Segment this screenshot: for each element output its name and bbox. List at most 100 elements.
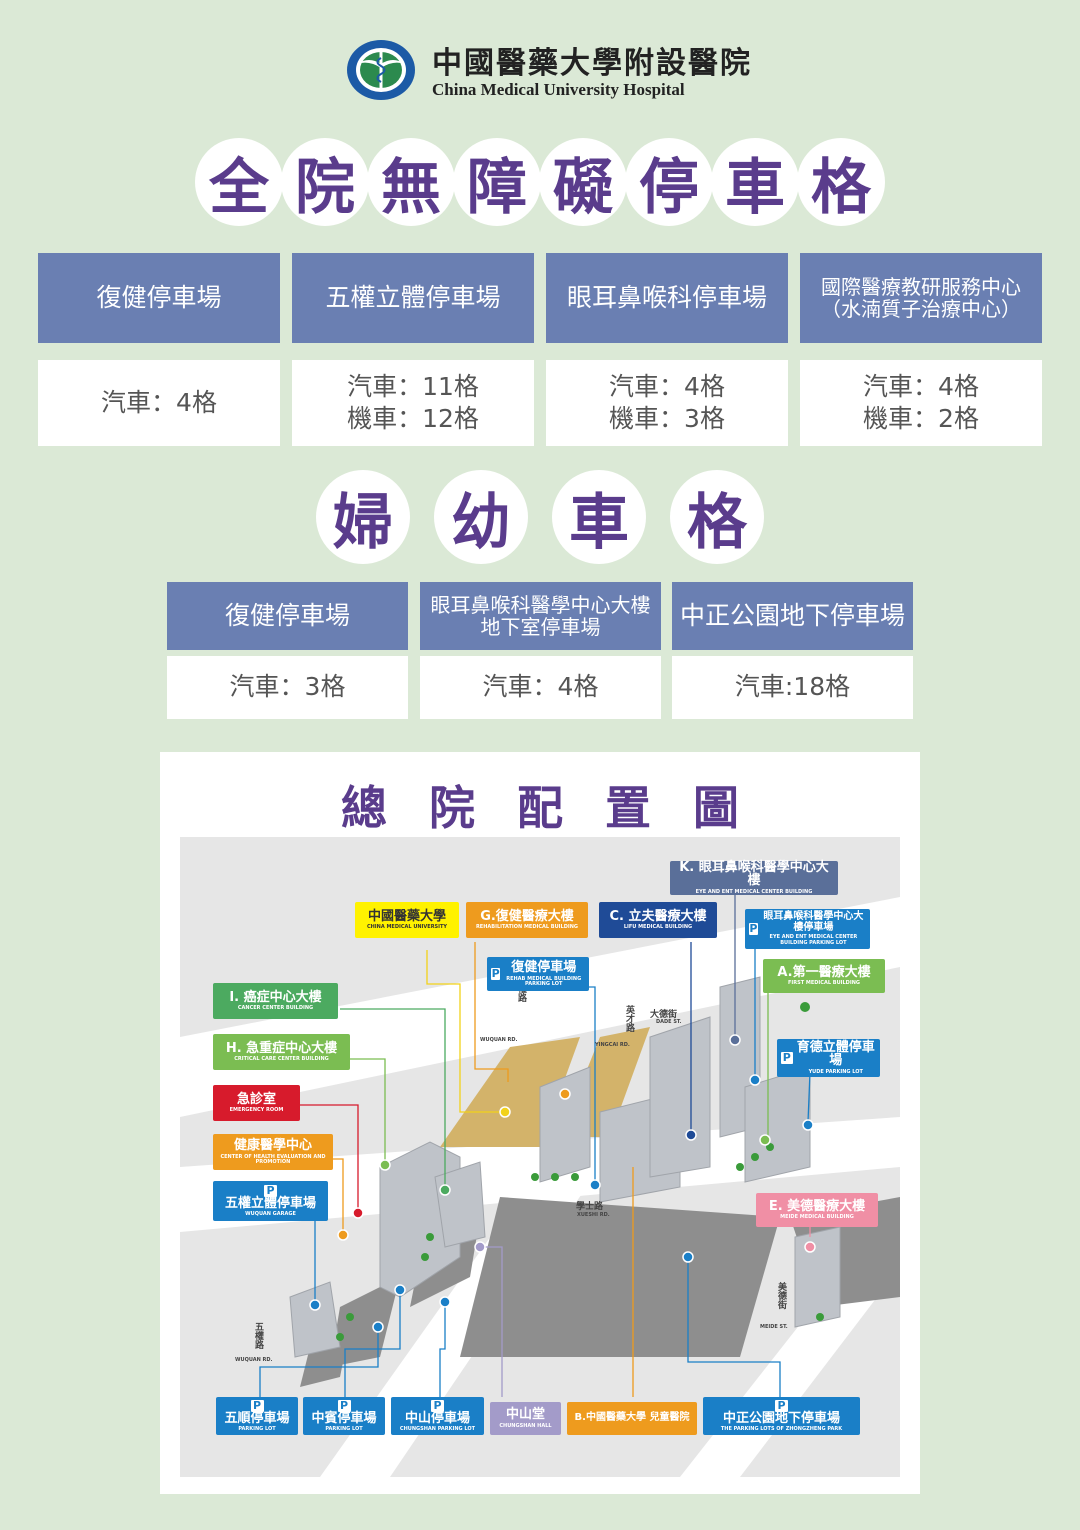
trees — [336, 1002, 824, 1341]
label-emergency-room: 急診室 EMERGENCY ROOM — [213, 1085, 300, 1121]
car-count: 汽車：4格 — [863, 371, 979, 401]
moto-count: 機車：2格 — [863, 404, 979, 433]
moto-count: 機車：12格 — [347, 404, 479, 433]
title-char: 格 — [797, 138, 885, 226]
label-text-en: CENTER OF HEALTH EVALUATION AND PROMOTIO… — [220, 1153, 326, 1165]
label-text-en: CHUNGSHAN PARKING LOT — [399, 1426, 476, 1433]
title-char: 礙 — [539, 138, 627, 226]
campus-map: 五權路 WUQUAN RD. 英才路 YINGCAI RD. 大德街 DADE … — [180, 837, 900, 1477]
label-text: 中山堂 — [505, 1407, 545, 1423]
value-wuquan-parking: 汽車：11格 機車：12格 — [292, 360, 534, 446]
label-text-en: PARKING LOT — [238, 1426, 276, 1433]
label-text-en: REHAB MEDICAL BUILDING PARKING LOT — [506, 975, 582, 987]
label-k-ent-building: K. 眼耳鼻喉科醫學中心大樓 EYE AND ENT MEDICAL CENTE… — [670, 859, 838, 896]
marker-dots — [309, 1034, 816, 1333]
header-wuquan-parking: 五權立體停車場 — [292, 253, 534, 343]
label-a-first-building: A.第一醫療大樓 FIRST MEDICAL BUILDING — [763, 959, 885, 993]
header-rehab-parking-family: 復健停車場 — [167, 582, 408, 650]
parking-lot-wushun — [330, 1277, 400, 1367]
car-count: 汽車：4格 — [101, 387, 217, 417]
value-ent-parking: 汽車：4格 機車：3格 — [546, 360, 788, 446]
road-wuquan-en: WUQUAN RD. — [480, 1037, 518, 1043]
label-text-en: THE PARKING LOTS OF ZHONGZHENG PARK — [720, 1426, 843, 1433]
title-char: 障 — [453, 138, 541, 226]
label-text: 中賓停車場 — [311, 1410, 377, 1426]
label-text-en: EYE AND ENT MEDICAL CENTER BUILDING PARK… — [769, 934, 858, 946]
title-char: 幼 — [434, 470, 528, 564]
label-text: 五權立體停車場 — [224, 1195, 316, 1211]
label-ent-parking-lot: P 眼耳鼻喉科醫學中心大樓停車場 EYE AND ENT MEDICAL CEN… — [745, 909, 870, 949]
label-text-en: MEIDE MEDICAL BUILDING — [780, 1214, 854, 1221]
label-zhongshan-parking: P 中山停車場 CHUNGSHAN PARKING LOT — [391, 1397, 484, 1435]
value-ent-family: 汽車：4格 — [420, 656, 661, 719]
title-char: 全 — [195, 138, 283, 226]
header-line: （水湳質子治療中心） — [821, 297, 1021, 321]
map-drawing — [180, 892, 900, 1477]
road-dade: 大德街 — [650, 1010, 678, 1020]
title-char: 無 — [367, 138, 455, 226]
title-char: 院 — [281, 138, 369, 226]
label-yude-parking: P 育德立體停車場 YUDE PARKING LOT — [777, 1039, 880, 1077]
label-health-center: 健康醫學中心 CENTER OF HEALTH EVALUATION AND P… — [213, 1134, 333, 1170]
label-text-en: YUDE PARKING LOT — [808, 1069, 863, 1076]
label-text-en: CANCER CENTER BUILDING — [237, 1005, 314, 1012]
title-char: 車 — [711, 138, 799, 226]
label-text: H. 急重症中心大樓 — [225, 1040, 338, 1056]
header-rehab-parking: 復健停車場 — [38, 253, 280, 343]
title-char: 婦 — [316, 470, 410, 564]
label-text-en: FIRST MEDICAL BUILDING — [788, 980, 860, 987]
label-cmu: 中國醫藥大學 CHINA MEDICAL UNIVERSITY — [355, 902, 459, 938]
label-text-en: CHUNGSHAN HALL — [499, 1422, 552, 1429]
label-text: 中山停車場 — [404, 1410, 470, 1426]
parking-icon: P — [775, 1399, 788, 1412]
value-rehab-parking: 汽車：4格 — [38, 360, 280, 446]
title-char: 格 — [670, 470, 764, 564]
label-g-rehab-building: G.復健醫療大樓 REHABILITATION MEDICAL BUILDING — [466, 902, 588, 938]
value-international-center: 汽車：4格 機車：2格 — [800, 360, 1042, 446]
car-count: 汽車：11格 — [347, 371, 479, 401]
header-ent-parking: 眼耳鼻喉科停車場 — [546, 253, 788, 343]
label-wushun-parking: P 五順停車場 PARKING LOT — [216, 1397, 298, 1435]
label-wuquan-garage: P 五權立體停車場 WUQUAN GARAGE — [213, 1181, 328, 1221]
label-text-en: WUQUAN GARAGE — [245, 1211, 296, 1218]
label-text: A.第一醫療大樓 — [777, 964, 871, 980]
label-b-childrens-hospital: B.中國醫藥大學 兒童醫院 — [567, 1402, 697, 1435]
campus-map-card: 總院配置圖 — [160, 752, 920, 1494]
road-band — [180, 897, 900, 1117]
label-text: 健康醫學中心 — [233, 1137, 312, 1153]
road-yingcai: 英才路 — [624, 1005, 634, 1032]
label-text: I. 癌症中心大樓 — [229, 989, 322, 1005]
road-meide: 美德街 — [776, 1282, 786, 1309]
label-text-en: CHINA MEDICAL UNIVERSITY — [366, 924, 448, 931]
family-parking-title: 婦 幼 車 格 — [0, 470, 1080, 564]
parking-icon: P — [749, 922, 758, 935]
road-meide-en: MEIDE ST. — [760, 1324, 788, 1330]
label-text-en: EYE AND ENT MEDICAL CENTER BUILDING — [695, 889, 813, 896]
label-text: K. 眼耳鼻喉科醫學中心大樓 — [679, 859, 829, 889]
buildings — [289, 976, 841, 1358]
label-i-cancer-center: I. 癌症中心大樓 CANCER CENTER BUILDING — [213, 983, 338, 1019]
value-rehab-family: 汽車：3格 — [167, 656, 408, 719]
label-text: 育德立體停車場 — [796, 1039, 875, 1069]
hospital-name-zh: 中國醫藥大學附設醫院 — [432, 46, 752, 81]
title-char: 停 — [625, 138, 713, 226]
header-line: 國際醫療教研服務中心 — [821, 275, 1021, 299]
header-international-center: 國際醫療教研服務中心 （水湳質子治療中心） — [800, 253, 1042, 343]
label-zhongzheng-parking: P 中正公園地下停車場 THE PARKING LOTS OF ZHONGZHE… — [703, 1397, 860, 1435]
value-zhongzheng-family: 汽車:18格 — [672, 656, 913, 719]
label-text-en: LIFU MEDICAL BUILDING — [623, 924, 693, 931]
parking-icon: P — [250, 1399, 264, 1412]
parking-icon: P — [781, 1051, 793, 1064]
label-text-en: EMERGENCY ROOM — [229, 1107, 284, 1114]
header-zhongzheng-parking: 中正公園地下停車場 — [672, 582, 913, 650]
label-text: 五順停車場 — [224, 1410, 290, 1426]
label-e-meide-building: E. 美德醫療大樓 MEIDE MEDICAL BUILDING — [756, 1193, 878, 1227]
car-count: 汽車：4格 — [609, 371, 725, 401]
hospital-name-en: China Medical University Hospital — [432, 80, 685, 99]
label-text: 急診室 — [236, 1091, 276, 1107]
label-text: 眼耳鼻喉科醫學中心大樓停車場 — [763, 911, 864, 933]
parking-icon: P — [337, 1399, 351, 1412]
label-text: E. 美德醫療大樓 — [768, 1198, 866, 1214]
road-dade-en: DADE ST. — [656, 1019, 682, 1025]
road-wuquan-2-en: WUQUAN RD. — [235, 1357, 273, 1363]
